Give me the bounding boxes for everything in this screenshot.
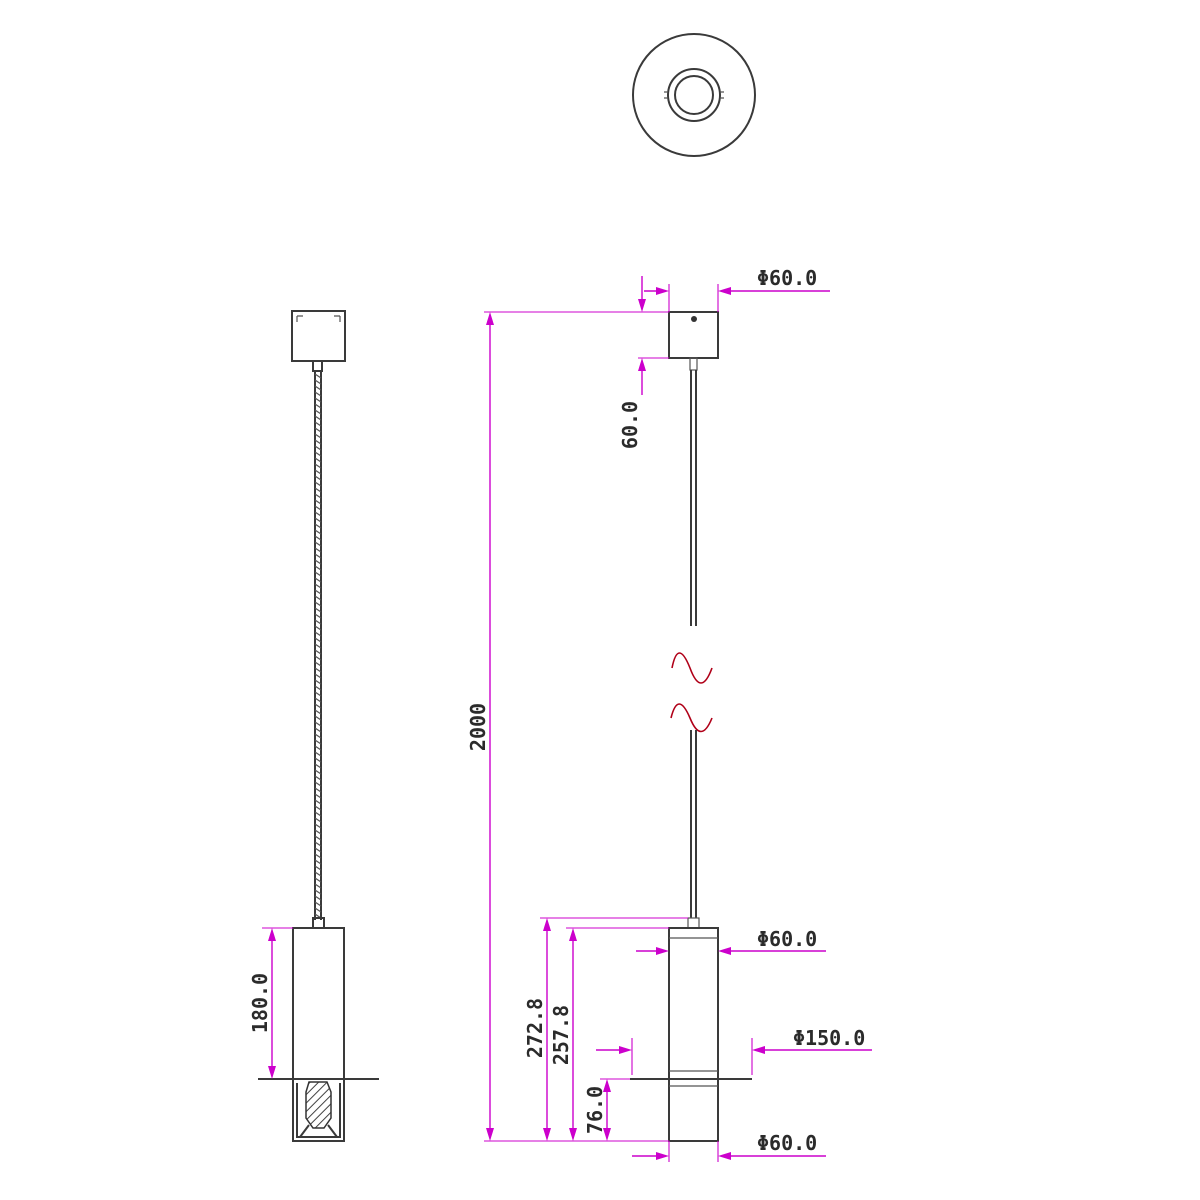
dim-canopy-diameter: Φ60.0 [757,266,817,290]
side-reflector [299,1124,338,1138]
top-view [632,33,756,157]
dim-total-arrow-bottom [543,1128,551,1141]
side-lamp-holder [305,1081,332,1129]
front-body [668,927,719,1142]
dim-bottom-d-arrow-right [718,1152,731,1160]
dim-total-body-height: 272.8 [523,998,547,1058]
dim-bottom-d-arrow-left [656,1152,669,1160]
side-view: 180.0 [248,310,379,1142]
dim-recess-arrow-top [603,1079,611,1092]
side-recess-inner-wall [296,1083,341,1138]
break-mark-lower [670,703,713,733]
dim-overall-arrow-top [486,312,494,325]
dim-body-diameter: Φ60.0 [757,927,817,951]
top-view-outer-disc [632,33,756,157]
dim-overall-arrow-bottom [486,1128,494,1141]
side-cable-braid [314,373,322,919]
dim-recess-arrow-bottom [603,1128,611,1141]
dim-canopy-arrow-left [656,287,669,295]
front-canopy-screw [691,316,697,322]
break-mark-upper [671,652,713,684]
top-view-ring-inner [674,75,714,115]
front-cable-gland-top [689,357,698,371]
front-cable-gland-bottom [687,917,700,929]
top-view-ring-outer [667,68,721,122]
dim-side-arrow-top [268,928,276,941]
side-canopy [291,310,346,362]
dim-canopy-h-arrow-bottom [638,358,646,371]
dim-canopy-h-arrow-top [638,299,646,312]
dim-overall-length: 2000 [466,703,490,751]
dim-canopy-arrow-right [718,287,731,295]
dim-body-d-arrow-left [656,947,669,955]
dim-body-arrow-bottom [569,1128,577,1141]
front-view: Φ60.0 60.0 2000 272.8 257.8 76.0 [466,266,872,1162]
side-recess-body [292,1078,345,1142]
side-body [292,927,345,1080]
dim-cutout-arrow-right [752,1046,765,1054]
dim-cutout-arrow-left [619,1046,632,1054]
dim-side-arrow-bottom [268,1066,276,1079]
dim-recess-depth: 76.0 [583,1086,607,1134]
dim-side-body-height: 180.0 [248,973,272,1033]
dim-cutout-diameter: Φ150.0 [793,1026,865,1050]
side-cable-gland-top [312,360,323,372]
dim-body-height: 257.8 [549,1005,573,1065]
dim-canopy-height: 60.0 [618,401,642,449]
top-view-notches [664,91,724,99]
side-canopy-corner-marks [296,315,341,322]
dim-body-arrow-top [569,928,577,941]
dim-body-d-arrow-right [718,947,731,955]
dim-bottom-diameter: Φ60.0 [757,1131,817,1155]
dim-total-arrow-top [543,918,551,931]
